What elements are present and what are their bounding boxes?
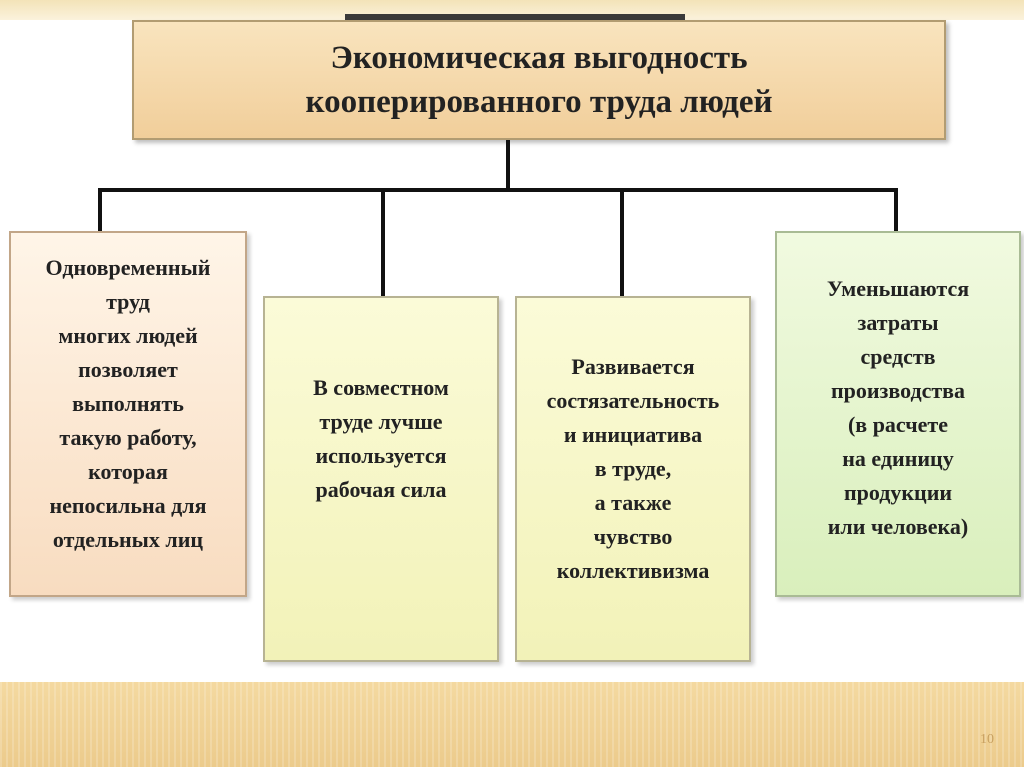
benefit-text-2: В совместном труде лучше используется ра…	[313, 375, 449, 502]
benefit-box-1: Одновременный труд многих людей позволяе…	[9, 231, 247, 597]
top-decor-bar	[345, 14, 685, 22]
benefit-box-4: Уменьшаются затраты средств производства…	[775, 231, 1021, 597]
benefit-box-3: Развивается состязательность и инициатив…	[515, 296, 751, 662]
bottom-decor-band	[0, 682, 1024, 767]
benefit-box-2: В совместном труде лучше используется ра…	[263, 296, 499, 662]
page-number: 10	[980, 732, 994, 747]
benefit-text-3: Развивается состязательность и инициатив…	[546, 354, 720, 583]
diagram-title: Экономическая выгодность кооперированног…	[305, 40, 773, 120]
top-decor-band	[0, 0, 1024, 20]
benefit-text-1: Одновременный труд многих людей позволяе…	[45, 255, 211, 552]
benefit-text-4: Уменьшаются затраты средств производства…	[826, 276, 970, 539]
title-box: Экономическая выгодность кооперированног…	[132, 20, 946, 140]
